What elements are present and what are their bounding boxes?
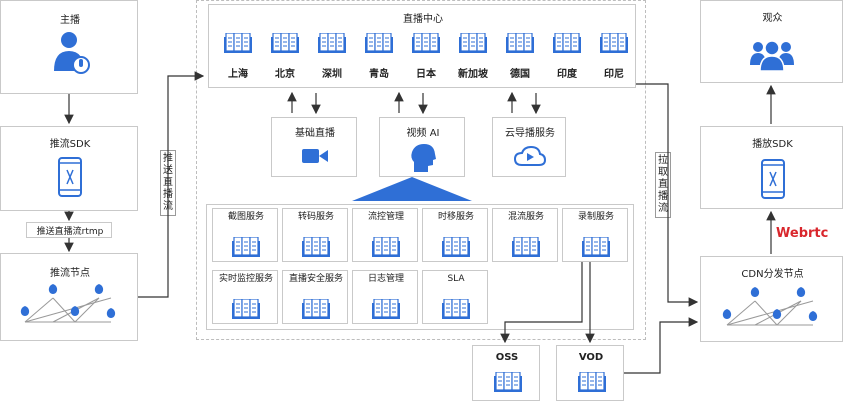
big-up-arrow-icon bbox=[352, 177, 472, 201]
arrow-record-to-oss bbox=[500, 262, 583, 344]
pull-stream-char: 播 bbox=[658, 191, 668, 202]
server-rack-icon bbox=[512, 236, 540, 261]
pull-stream-char: 直 bbox=[658, 179, 668, 190]
service-title: 实时监控服务 bbox=[218, 274, 273, 284]
arrow-node-to-center bbox=[138, 71, 205, 298]
service-title: 转码服务 bbox=[297, 212, 334, 222]
cdn-node-title: CDN分发节点 bbox=[741, 269, 804, 280]
server-rack-icon bbox=[302, 298, 330, 323]
service-title: 时移服务 bbox=[437, 212, 474, 222]
vod-title: VOD bbox=[578, 352, 604, 363]
center-container bbox=[196, 0, 646, 340]
service-box: 流控管理 bbox=[352, 208, 418, 262]
server-rack-icon bbox=[365, 32, 393, 57]
viewers-title: 观众 bbox=[762, 13, 783, 24]
broadcaster-box: 主播 bbox=[0, 0, 138, 94]
service-title: 流控管理 bbox=[367, 212, 404, 222]
oss-title: OSS bbox=[495, 352, 519, 363]
city-label: 新加坡 bbox=[458, 69, 488, 80]
module-title: 视频 AI bbox=[406, 128, 440, 139]
city-label: 印度 bbox=[557, 69, 577, 80]
server-rack-icon bbox=[459, 32, 487, 57]
service-title: 日志管理 bbox=[367, 274, 404, 284]
service-box: 截图服务 bbox=[212, 208, 278, 262]
arrow-center-to-cdn bbox=[636, 83, 699, 307]
service-box: SLA bbox=[422, 270, 488, 324]
push-node-network-icon bbox=[20, 284, 116, 326]
viewers-box: 观众 bbox=[700, 0, 843, 83]
server-rack-icon bbox=[372, 236, 400, 261]
pull-stream-label: 拉 取 直 播 流 bbox=[655, 152, 671, 218]
live-center-box: 直播中心 上海 北京 深圳 青岛 日本 新加坡 德国 印度 印尼 bbox=[208, 4, 636, 88]
service-title: SLA bbox=[447, 274, 465, 284]
push-sdk-title: 推流SDK bbox=[49, 139, 91, 150]
phone-icon bbox=[761, 159, 785, 199]
service-title: 混流服务 bbox=[507, 212, 544, 222]
service-box: 转码服务 bbox=[282, 208, 348, 262]
city-label: 北京 bbox=[275, 69, 295, 80]
service-box: 直播安全服务 bbox=[282, 270, 348, 324]
module-title: 云导播服务 bbox=[505, 128, 555, 139]
server-rack-icon bbox=[372, 298, 400, 323]
pull-stream-char: 拉 bbox=[658, 155, 668, 166]
server-rack-icon bbox=[506, 32, 534, 57]
service-box: 时移服务 bbox=[422, 208, 488, 262]
service-title: 录制服务 bbox=[577, 212, 614, 222]
server-rack-icon bbox=[318, 32, 346, 57]
rtmp-label: 推送直播流rtmp bbox=[36, 227, 104, 237]
cdn-node-box: CDN分发节点 bbox=[700, 256, 843, 342]
city-label: 青岛 bbox=[369, 69, 389, 80]
broadcaster-mic-user-icon bbox=[54, 32, 90, 74]
webrtc-label: Webrtc bbox=[776, 226, 829, 241]
phone-icon bbox=[58, 157, 82, 197]
server-rack-icon bbox=[442, 298, 470, 323]
play-sdk-box: 播放SDK bbox=[700, 126, 843, 209]
arrow-vod-to-cdn bbox=[624, 317, 699, 374]
server-rack-icon bbox=[224, 32, 252, 57]
server-rack-icon bbox=[582, 236, 610, 261]
pull-stream-char: 取 bbox=[658, 167, 668, 178]
module-title: 基础直播 bbox=[295, 128, 335, 139]
ai-head-icon bbox=[411, 144, 436, 172]
oss-box: OSS bbox=[472, 345, 540, 401]
city-label: 日本 bbox=[416, 69, 436, 80]
server-rack-icon bbox=[442, 236, 470, 261]
city-label: 印尼 bbox=[604, 69, 624, 80]
server-rack-icon bbox=[553, 32, 581, 57]
city-label: 上海 bbox=[228, 69, 248, 80]
server-rack-icon bbox=[232, 298, 260, 323]
viewers-group-icon bbox=[750, 40, 794, 72]
service-box: 录制服务 bbox=[562, 208, 628, 262]
service-box: 日志管理 bbox=[352, 270, 418, 324]
pull-stream-char: 流 bbox=[658, 203, 668, 214]
module-video-ai: 视频 AI bbox=[379, 117, 465, 177]
cdn-node-network-icon bbox=[722, 287, 818, 329]
service-title: 截图服务 bbox=[227, 212, 264, 222]
cloud-play-icon bbox=[513, 145, 547, 166]
broadcaster-title: 主播 bbox=[60, 15, 80, 26]
push-node-title: 推流节点 bbox=[50, 268, 90, 279]
server-rack-icon bbox=[412, 32, 440, 57]
module-basic-live: 基础直播 bbox=[271, 117, 357, 177]
server-rack-icon bbox=[232, 236, 260, 261]
service-box: 实时监控服务 bbox=[212, 270, 278, 324]
server-rack-icon bbox=[600, 32, 628, 57]
server-rack-icon bbox=[271, 32, 299, 57]
video-camera-icon bbox=[302, 149, 328, 163]
push-sdk-box: 推流SDK bbox=[0, 126, 138, 211]
push-node-box: 推流节点 bbox=[0, 253, 138, 341]
module-cloud-director: 云导播服务 bbox=[492, 117, 566, 177]
rtmp-label-box: 推送直播流rtmp bbox=[26, 222, 112, 238]
server-rack-icon bbox=[302, 236, 330, 261]
play-sdk-title: 播放SDK bbox=[752, 139, 793, 150]
service-box: 混流服务 bbox=[492, 208, 558, 262]
vod-box: VOD bbox=[556, 345, 624, 401]
live-center-title: 直播中心 bbox=[403, 14, 443, 25]
service-title: 直播安全服务 bbox=[288, 274, 343, 284]
city-label: 深圳 bbox=[322, 69, 342, 80]
server-rack-icon bbox=[494, 371, 522, 396]
server-rack-icon bbox=[578, 371, 606, 396]
city-label: 德国 bbox=[510, 69, 530, 80]
